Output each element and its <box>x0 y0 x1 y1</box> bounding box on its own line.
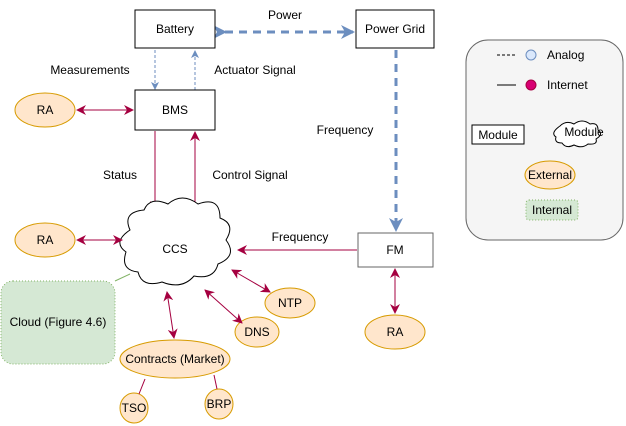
edge-ccs-dns <box>204 289 243 324</box>
cloud-internal-box[interactable] <box>0 280 116 365</box>
cloud-ccs-link <box>114 273 131 282</box>
cloud-internal-label: Cloud (Figure 4.6) <box>10 315 107 329</box>
node-power-grid-label: Power Grid <box>365 22 425 36</box>
node-ra-bms-label: RA <box>37 103 54 117</box>
edge-control-signal-label: Control Signal <box>212 168 287 182</box>
node-ccs-label: CCS <box>162 242 187 256</box>
legend-internal-shape <box>525 199 579 221</box>
node-brp-label: BRP <box>207 397 232 411</box>
node-bms[interactable] <box>134 89 216 131</box>
node-tso-label: TSO <box>122 401 147 415</box>
legend-panel <box>465 39 624 241</box>
legend-internet-label: Internet <box>547 78 588 92</box>
legend-analog-icon <box>525 49 537 61</box>
edge-contracts-brp <box>213 374 218 390</box>
node-battery-label: Battery <box>156 22 194 36</box>
node-battery[interactable] <box>134 9 216 49</box>
node-bms-label: BMS <box>162 103 188 117</box>
node-ra-fm[interactable] <box>364 314 426 350</box>
legend-module-cloud-label: Module <box>564 125 604 139</box>
legend-module-box <box>471 124 525 145</box>
node-dns-label: DNS <box>244 325 269 339</box>
legend-external-shape <box>524 160 576 190</box>
edge-fm-frequency-label: Frequency <box>272 230 329 244</box>
legend-analog-label: Analog <box>547 48 584 62</box>
node-ntp[interactable] <box>264 287 316 319</box>
node-ra-bms[interactable] <box>14 92 76 128</box>
legend-module-box-label: Module <box>478 128 518 142</box>
legend-module-cloud <box>553 120 602 148</box>
node-ra-ccs-label: RA <box>37 233 54 247</box>
node-ntp-label: NTP <box>278 296 302 310</box>
legend-internet-icon <box>525 79 537 91</box>
node-ra-ccs[interactable] <box>14 222 76 258</box>
legend-internal-label: Internal <box>532 203 572 217</box>
edge-actuator-signal-label: Actuator Signal <box>214 63 295 77</box>
legend-external-label: External <box>528 168 572 182</box>
edge-measurements-label: Measurements <box>50 63 129 77</box>
edge-contracts-tso <box>138 378 146 395</box>
node-contracts[interactable] <box>119 339 231 379</box>
edge-power-label: Power <box>268 8 302 22</box>
node-tso[interactable] <box>119 392 149 424</box>
edge-ccs-ntp <box>231 269 271 293</box>
node-brp[interactable] <box>204 388 234 420</box>
node-dns[interactable] <box>234 316 280 348</box>
node-fm-label: FM <box>386 243 403 257</box>
node-fm[interactable] <box>357 232 434 268</box>
node-contracts-label: Contracts (Market) <box>125 352 224 366</box>
node-ccs[interactable] <box>119 197 231 286</box>
edge-status-label: Status <box>103 168 137 182</box>
node-ra-fm-label: RA <box>387 325 404 339</box>
node-power-grid[interactable] <box>355 9 435 49</box>
edge-grid-frequency-label: Frequency <box>317 123 374 137</box>
edge-ccs-contracts <box>163 291 178 339</box>
